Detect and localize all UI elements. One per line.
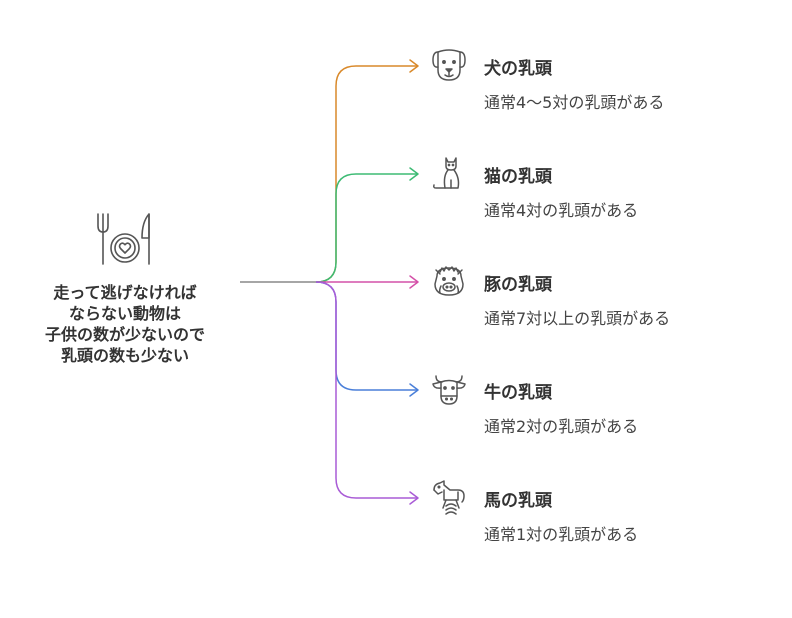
root-line: 走って逃げなければ [53,283,197,302]
branch-description: 通常7対以上の乳頭がある [484,309,671,328]
branch-connector-cat [315,167,419,283]
branch-description: 通常1対の乳頭がある [484,525,639,544]
branch-description: 通常4〜5対の乳頭がある [484,93,665,112]
horse-icon [430,478,468,516]
branch-description: 通常4対の乳頭がある [484,201,639,220]
branch-title: 犬の乳頭 [484,59,552,79]
cat-icon [430,154,468,192]
branch-connector-dog [315,59,419,283]
branch-connector-horse [315,281,419,505]
plate-fork-knife-heart-icon [94,210,156,268]
cow-icon [430,370,468,408]
boar-icon [430,262,468,300]
branch-title: 馬の乳頭 [484,491,552,511]
root-statement: 走って逃げなければ ならない動物は 子供の数が少ないので 乳頭の数も少ない [20,282,230,366]
branch-title: 豚の乳頭 [484,275,552,295]
branch-connector-cow [315,281,419,397]
branch-title: 猫の乳頭 [484,167,552,187]
dog-icon [430,46,468,84]
root-line: 子供の数が少ないので [44,325,205,344]
root-line: 乳頭の数も少ない [60,346,189,365]
branch-description: 通常2対の乳頭がある [484,417,639,436]
root-line: ならない動物は [68,304,181,323]
branch-title: 牛の乳頭 [484,383,552,403]
branch-connector-boar [316,275,419,289]
